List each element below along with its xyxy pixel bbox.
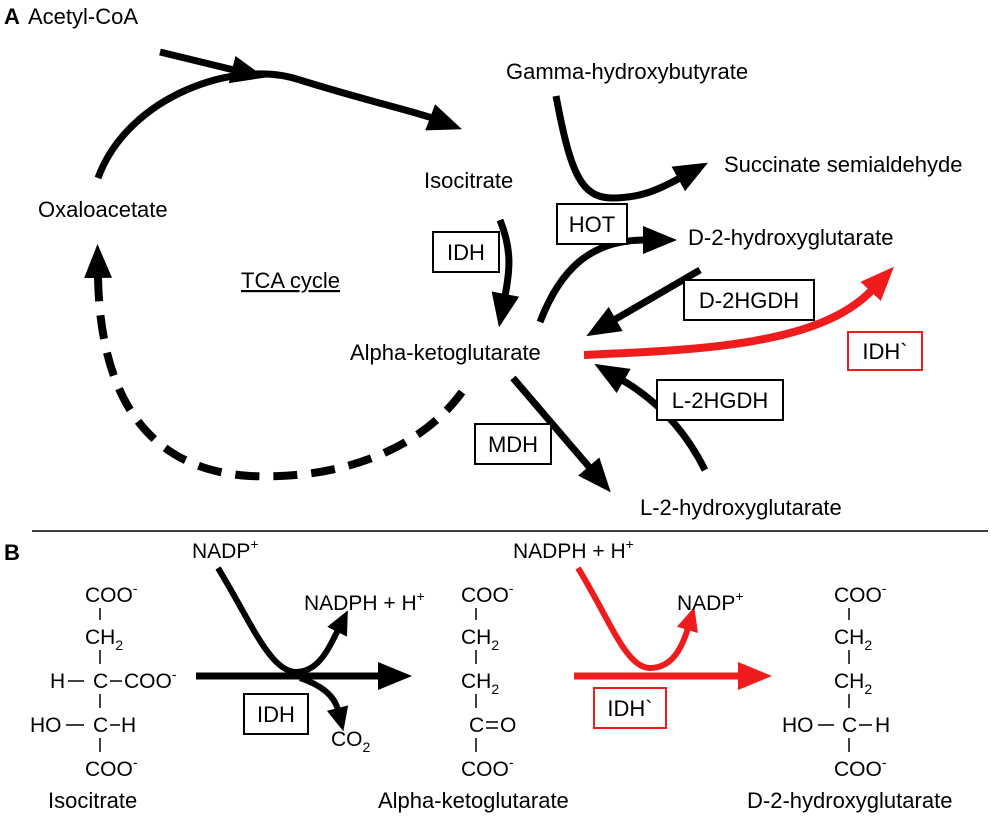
d2hg-c: C xyxy=(842,714,857,737)
nadp-in-label: NADP+ xyxy=(192,536,259,563)
ghb-to-ssa-arrow xyxy=(552,95,709,202)
oxaloacetate-label: Oxaloacetate xyxy=(38,197,168,222)
ghb-label: Gamma-hydroxybutyrate xyxy=(506,59,748,84)
isocitrate-structure: COO- CH2 H C COO- HO C H COO- Isocitrate xyxy=(30,580,177,813)
d2hg-ch2-2: CH2 xyxy=(834,670,872,697)
akg-coo-top: COO- xyxy=(461,580,514,607)
idh-mutant-box xyxy=(847,331,923,371)
reaction-idh-mutant: NADPH + H+ NADP+ IDH` xyxy=(513,536,772,729)
idh-label: IDH xyxy=(447,240,485,265)
isocitrate-h: H xyxy=(50,670,65,693)
ssa-label: Succinate semialdehyde xyxy=(724,152,962,177)
akg-c: C xyxy=(469,714,484,737)
nadph-out-label: NADPH + H+ xyxy=(304,588,425,615)
acetyl-coa-label: Acetyl-CoA xyxy=(28,4,138,29)
akg-ch2-1: CH2 xyxy=(461,626,499,653)
isocitrate-to-akg-arrow xyxy=(491,218,520,328)
nadph-in-label: NADPH + H+ xyxy=(513,536,634,563)
nadp-to-nadph-arrow xyxy=(215,566,348,676)
d2hgdh-box xyxy=(683,279,815,321)
co2-release-arrow xyxy=(299,675,349,732)
isocitrate-c1: C xyxy=(93,670,108,693)
isocitrate-coo-top: COO- xyxy=(85,580,138,607)
d2hg-coo-top: COO- xyxy=(834,580,887,607)
akg-ch2-2: CH2 xyxy=(461,670,499,697)
mdh-box xyxy=(474,423,552,465)
l2hg-to-akg-arrow xyxy=(594,363,709,472)
nadp-out-label: NADP+ xyxy=(677,588,744,615)
isocitrate-coo-side: COO- xyxy=(124,666,177,693)
d2hgdh-label: D-2HGDH xyxy=(699,288,799,313)
idh-mutant-label: IDH` xyxy=(862,339,907,364)
isocitrate-coo-bottom: COO- xyxy=(85,754,138,781)
d2hg-coo-bottom: COO- xyxy=(834,754,887,781)
hot-box xyxy=(556,203,628,245)
l2hg-label: L-2-hydroxyglutarate xyxy=(640,495,842,520)
panel-a-label: A xyxy=(4,4,20,29)
akg-to-oxaloacetate-dashed-arrow xyxy=(84,244,466,481)
isocitrate-name: Isocitrate xyxy=(48,788,137,813)
panel-b: B COO- CH2 H C COO- HO C H COO- Isocitra… xyxy=(4,536,952,813)
hot-label: HOT xyxy=(569,212,615,237)
co2-label: CO2 xyxy=(331,728,371,755)
idh-b-label: IDH xyxy=(257,702,295,727)
panel-a: A Acetyl-CoA Isocitrate Oxaloacetate TCA… xyxy=(4,4,962,520)
idh-box xyxy=(432,231,500,273)
l2hgdh-label: L-2HGDH xyxy=(672,388,769,413)
d2hg-h: H xyxy=(875,714,890,737)
d2hg-label: D-2-hydroxyglutarate xyxy=(688,225,893,250)
akg-o: O xyxy=(500,714,516,737)
tca-cycle-label: TCA cycle xyxy=(241,268,340,293)
d2hg-name: D-2-hydroxyglutarate xyxy=(747,788,952,813)
akg-coo-bottom: COO- xyxy=(461,754,514,781)
isocitrate-ho: HO xyxy=(30,714,62,737)
isocitrate-c2: C xyxy=(93,714,108,737)
reaction-idh: NADP+ NADPH + H+ IDH CO2 xyxy=(192,536,425,755)
idh-b-box xyxy=(243,693,309,735)
d2hg-ho: HO xyxy=(782,714,814,737)
alpha-ketoglutarate-label: Alpha-ketoglutarate xyxy=(350,340,541,365)
isocitrate-h2: H xyxy=(121,714,136,737)
d2hg-structure: COO- CH2 CH2 HO C H COO- D-2-hydroxyglut… xyxy=(747,580,952,813)
idh-mutant-b-label: IDH` xyxy=(607,696,652,721)
isocitrate-ch2: CH2 xyxy=(85,626,123,653)
mdh-label: MDH xyxy=(488,432,538,457)
nadph-to-nadp-arrow xyxy=(575,566,698,672)
akg-name: Alpha-ketoglutarate xyxy=(378,788,569,813)
oxaloacetate-to-isocitrate-arrow xyxy=(94,70,462,180)
akg-structure: COO- CH2 CH2 C O COO- Alpha-ketoglutarat… xyxy=(378,580,569,813)
acetyl-coa-entry-arrow xyxy=(159,48,266,84)
l2hgdh-box xyxy=(656,379,784,421)
d2hg-ch2-1: CH2 xyxy=(834,626,872,653)
idh-mutant-b-box xyxy=(593,687,667,729)
isocitrate-label: Isocitrate xyxy=(424,168,513,193)
d2hg-to-akg-arrow xyxy=(586,266,702,337)
panel-b-label: B xyxy=(4,540,20,565)
akg-to-d2hg-mutant-arrow xyxy=(583,266,895,359)
